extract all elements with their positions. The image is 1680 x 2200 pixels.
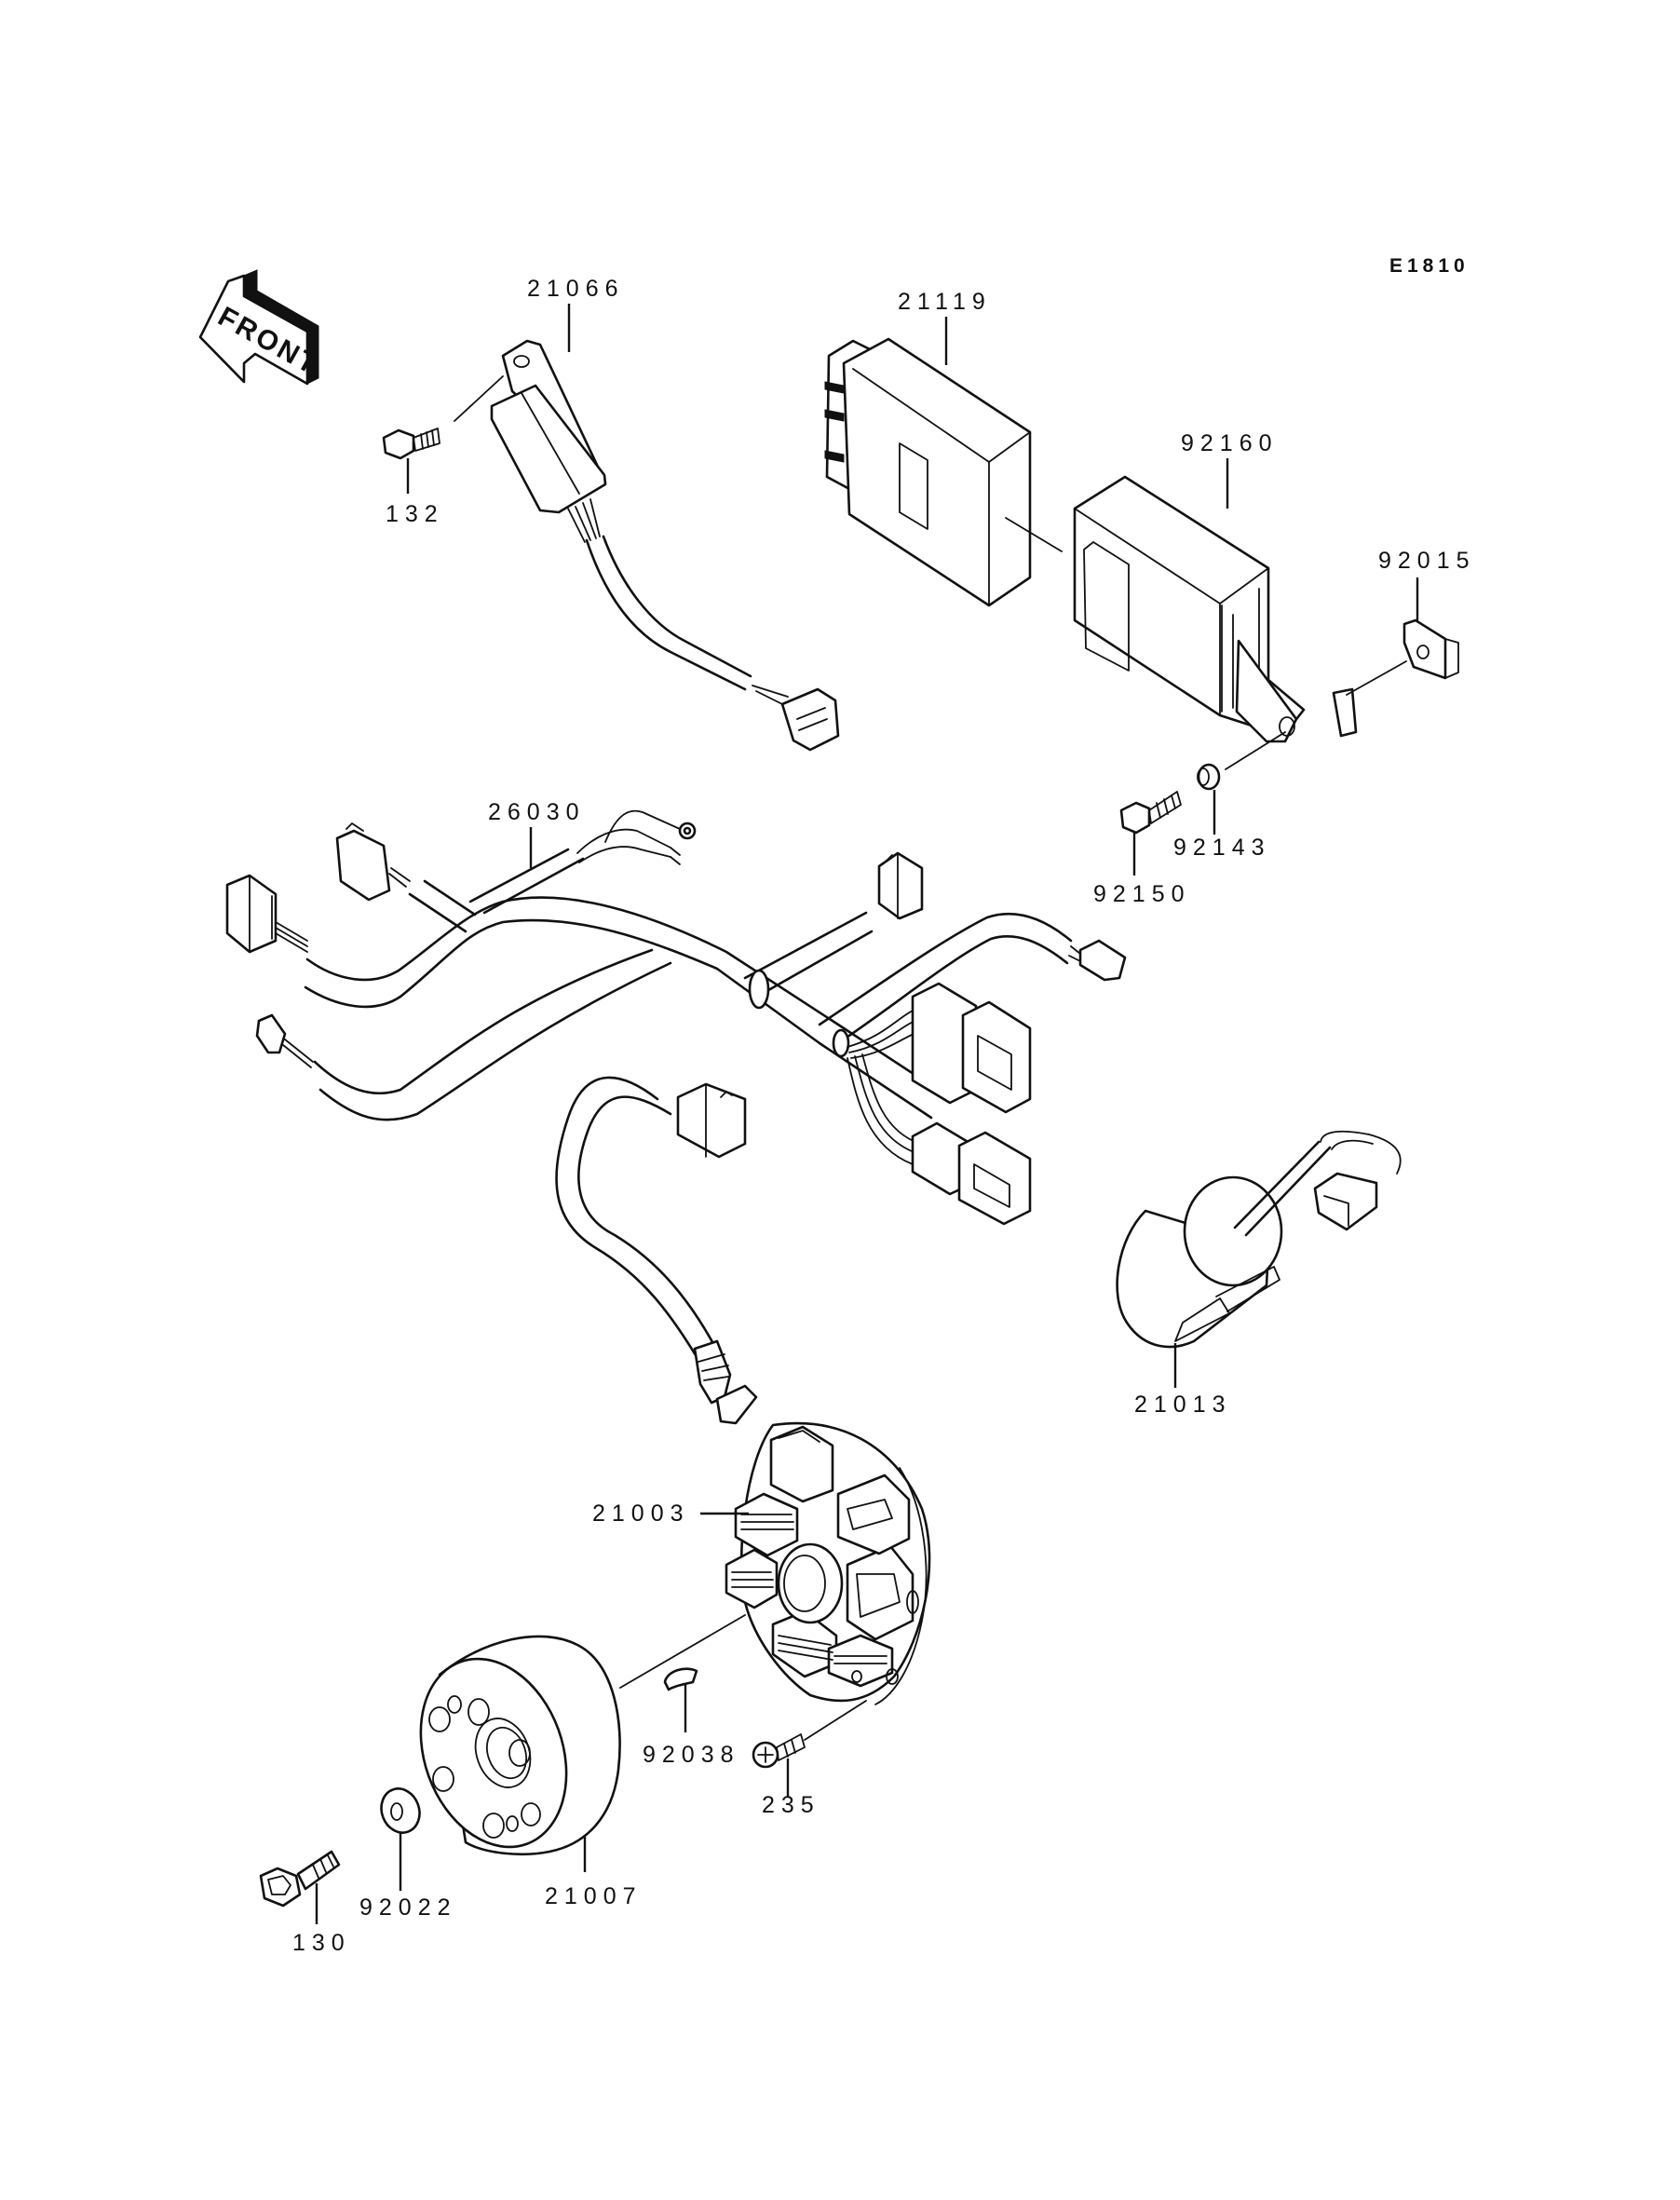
part-label-21007: 21007 [545, 1883, 643, 1909]
part-132-bolt[interactable]: 132 [382, 375, 504, 527]
part-label-26030: 26030 [488, 799, 586, 825]
part-26030-wiring-harness[interactable]: 26030 [225, 799, 1127, 1226]
part-21003-stator[interactable]: 21003 [555, 1076, 931, 1705]
part-label-92160: 92160 [1181, 430, 1279, 456]
part-92143-collar[interactable]: 92143 [1173, 731, 1286, 861]
part-92015-clip[interactable]: 92015 [1346, 548, 1476, 696]
part-21119-cdi-unit[interactable]: 21119 [824, 289, 1063, 607]
part-label-92143: 92143 [1173, 835, 1271, 861]
part-label-235: 235 [762, 1792, 820, 1818]
part-label-92038: 92038 [643, 1742, 740, 1768]
part-label-92022: 92022 [359, 1894, 457, 1921]
part-label-92015: 92015 [1378, 548, 1476, 574]
part-92022-washer[interactable]: 92022 [359, 1784, 457, 1921]
part-130-flange-bolt[interactable]: 130 [259, 1850, 351, 1956]
part-92150-bolt[interactable]: 92150 [1093, 791, 1191, 907]
part-92038-woodruff-key[interactable]: 92038 [643, 1667, 740, 1768]
part-235-screw[interactable]: 235 [752, 1700, 867, 1818]
part-21066-ignition-coil[interactable]: 21066 [490, 276, 840, 752]
drawing-code: E1810 [1389, 255, 1470, 277]
part-92160-holder[interactable]: 92160 [1073, 430, 1358, 743]
part-21013-condenser[interactable]: 21013 [1116, 1130, 1402, 1418]
part-label-21003: 21003 [592, 1501, 690, 1527]
part-label-130: 130 [292, 1930, 351, 1956]
part-label-92150: 92150 [1093, 881, 1191, 907]
part-label-21013: 21013 [1134, 1392, 1232, 1418]
part-21007-flywheel[interactable]: 21007 [396, 1635, 643, 1909]
front-arrow-icon: FRONT [198, 269, 324, 386]
part-label-21066: 21066 [527, 276, 625, 302]
part-label-21119: 21119 [898, 289, 992, 315]
part-label-132: 132 [386, 501, 444, 527]
